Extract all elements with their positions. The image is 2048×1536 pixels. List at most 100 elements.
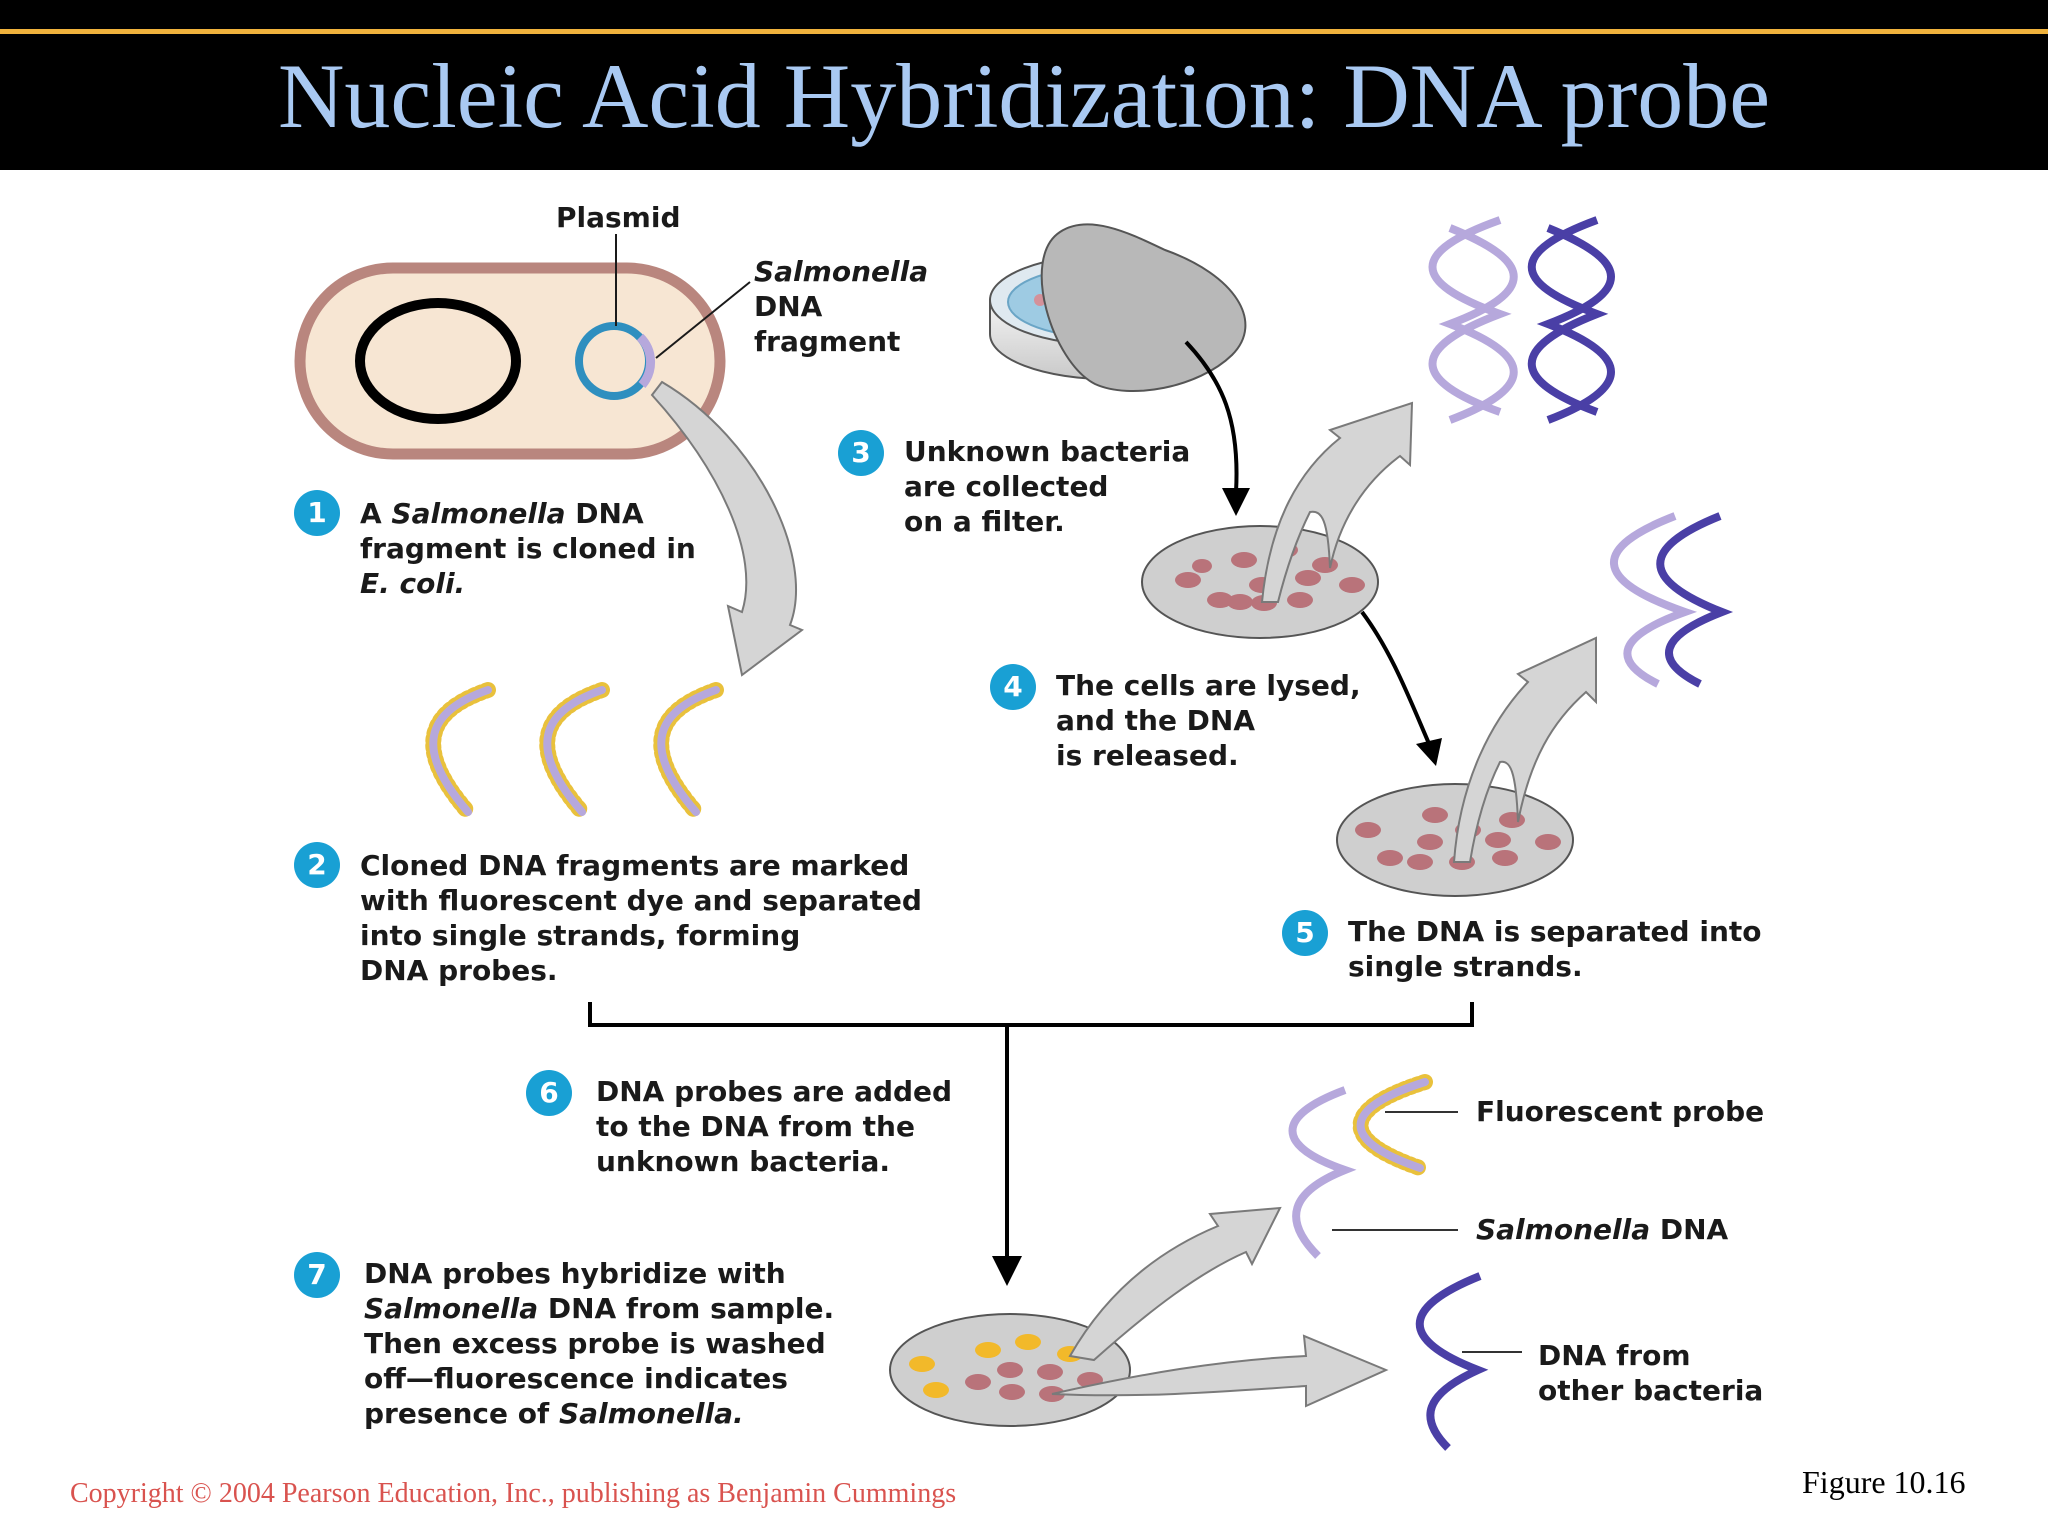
single-strand-dark bbox=[1656, 512, 1734, 688]
step-text-line: Unknown bacteria bbox=[904, 434, 1190, 469]
step-text-line: DNA probes. bbox=[360, 953, 922, 988]
hybridization-disk bbox=[889, 1313, 1131, 1427]
text-run: to the DNA from the bbox=[596, 1110, 915, 1143]
dna-probes bbox=[425, 682, 724, 820]
text-run: DNA probes. bbox=[360, 954, 558, 987]
step-text-line: Then excess probe is washed bbox=[364, 1326, 834, 1361]
text-run: unknown bacteria. bbox=[596, 1145, 891, 1178]
italic-run: Salmonella bbox=[364, 1292, 539, 1325]
fragment-label-line-2: DNA bbox=[754, 290, 823, 323]
ecoli-cell bbox=[294, 234, 751, 460]
step-text-line: Cloned DNA fragments are marked bbox=[360, 848, 922, 883]
arrow-to-sample-head bbox=[992, 1256, 1022, 1286]
text-run: DNA probes are added bbox=[596, 1075, 953, 1108]
text-run: is released. bbox=[1056, 739, 1239, 772]
italic-run: E. coli. bbox=[360, 567, 466, 600]
italic-run: Salmonella bbox=[391, 497, 566, 530]
step-text-line: E. coli. bbox=[360, 566, 696, 601]
text-run: DNA bbox=[565, 497, 644, 530]
step-text-line: The DNA is separated into bbox=[1348, 914, 1762, 949]
fluorescent-probe-strand bbox=[1356, 1078, 1429, 1172]
fragment-label-line-3: fragment bbox=[754, 325, 901, 358]
arrow-to-probes bbox=[650, 380, 804, 677]
step-text-line: A Salmonella DNA bbox=[360, 496, 696, 531]
text-run: The DNA is separated into bbox=[1348, 915, 1762, 948]
plasmid-label: Plasmid bbox=[556, 201, 681, 234]
fragment-leader bbox=[655, 281, 751, 359]
fragment-label-line-1: Salmonella bbox=[754, 255, 929, 288]
step-text-line: off—fluorescence indicates bbox=[364, 1361, 834, 1396]
text-run: on a filter. bbox=[904, 505, 1065, 538]
arrow-to-double-helix bbox=[1260, 401, 1414, 603]
arrow-to-single-strands bbox=[1452, 636, 1597, 863]
single-strand-light bbox=[1610, 512, 1698, 688]
salmonella-dna-label-italic: Salmonella bbox=[1476, 1213, 1651, 1246]
step-text-line: with fluorescent dye and separated bbox=[360, 883, 922, 918]
other-dna-label: DNA from other bacteria bbox=[1538, 1338, 1763, 1408]
copyright-notice: Copyright © 2004 Pearson Education, Inc.… bbox=[70, 1478, 957, 1509]
salmonella-dna-label-rest: DNA bbox=[1650, 1213, 1729, 1246]
salmonella-dna-strand bbox=[1288, 1086, 1357, 1259]
arrow-to-lysis bbox=[1360, 610, 1432, 747]
text-run: off—fluorescence indicates bbox=[364, 1362, 788, 1395]
arrow-to-lysis-head bbox=[1416, 738, 1442, 766]
slide-title: Nucleic Acid Hybridization: DNA probe bbox=[277, 45, 1771, 147]
italic-run: Salmonella. bbox=[558, 1397, 744, 1430]
step-1-badge: 1 bbox=[294, 490, 340, 536]
step-6-badge: 6 bbox=[526, 1070, 572, 1116]
filter-disk-cells bbox=[1141, 525, 1379, 639]
text-run: DNA probes hybridize with bbox=[364, 1257, 786, 1290]
step-text-line: presence of Salmonella. bbox=[364, 1396, 834, 1431]
text-run: and the DNA bbox=[1056, 704, 1256, 737]
text-run: into single strands, forming bbox=[360, 919, 801, 952]
double-helix-light bbox=[1428, 216, 1518, 424]
step-text-line: fragment is cloned in bbox=[360, 531, 696, 566]
text-run: Cloned DNA fragments are marked bbox=[360, 849, 910, 882]
step-text-line: DNA probes are added bbox=[596, 1074, 952, 1109]
salmonella-dna-label: Salmonella DNA bbox=[1476, 1212, 1728, 1247]
other-dna-label-line-2: other bacteria bbox=[1538, 1374, 1764, 1407]
step-text-line: The cells are lysed, bbox=[1056, 668, 1361, 703]
arrow-to-filter bbox=[1184, 340, 1239, 493]
double-helix-dark bbox=[1528, 216, 1615, 424]
step-text-line: single strands. bbox=[1348, 949, 1762, 984]
figure-number: Figure 10.16 bbox=[1802, 1464, 1966, 1500]
combine-bracket bbox=[588, 1002, 1474, 1262]
slide-header: Nucleic Acid Hybridization: DNA probe bbox=[0, 0, 2048, 170]
step-text-line: into single strands, forming bbox=[360, 918, 922, 953]
step-text-line: are collected bbox=[904, 469, 1190, 504]
step-5-badge: 5 bbox=[1282, 910, 1328, 956]
text-run: presence of bbox=[364, 1397, 559, 1430]
step-text-line: on a filter. bbox=[904, 504, 1190, 539]
text-run: A bbox=[360, 497, 392, 530]
other-dna-label-line-1: DNA from bbox=[1538, 1339, 1691, 1372]
step-text-line: is released. bbox=[1056, 738, 1361, 773]
step-text-line: DNA probes hybridize with bbox=[364, 1256, 834, 1291]
step-text-line: and the DNA bbox=[1056, 703, 1361, 738]
text-run: are collected bbox=[904, 470, 1109, 503]
arrow-to-filter-head bbox=[1222, 488, 1250, 516]
text-run: The cells are lysed, bbox=[1056, 669, 1361, 702]
text-run: Unknown bacteria bbox=[904, 435, 1191, 468]
step-7-badge: 7 bbox=[294, 1252, 340, 1298]
salmonella-fragment-label: Salmonella DNA fragment bbox=[754, 254, 928, 359]
text-run: single strands. bbox=[1348, 950, 1583, 983]
arrow-to-other-dna bbox=[1051, 1334, 1389, 1408]
step-text-line: Salmonella DNA from sample. bbox=[364, 1291, 834, 1326]
filter-disk-lysed bbox=[1336, 783, 1574, 897]
step-text-line: to the DNA from the bbox=[596, 1109, 952, 1144]
step-2-badge: 2 bbox=[294, 842, 340, 888]
text-run: DNA from sample. bbox=[538, 1292, 835, 1325]
plasmid-insert bbox=[636, 333, 656, 388]
step-4-badge: 4 bbox=[990, 664, 1036, 710]
bacterial-chromosome bbox=[355, 298, 521, 424]
text-run: with fluorescent dye and separated bbox=[360, 884, 922, 917]
